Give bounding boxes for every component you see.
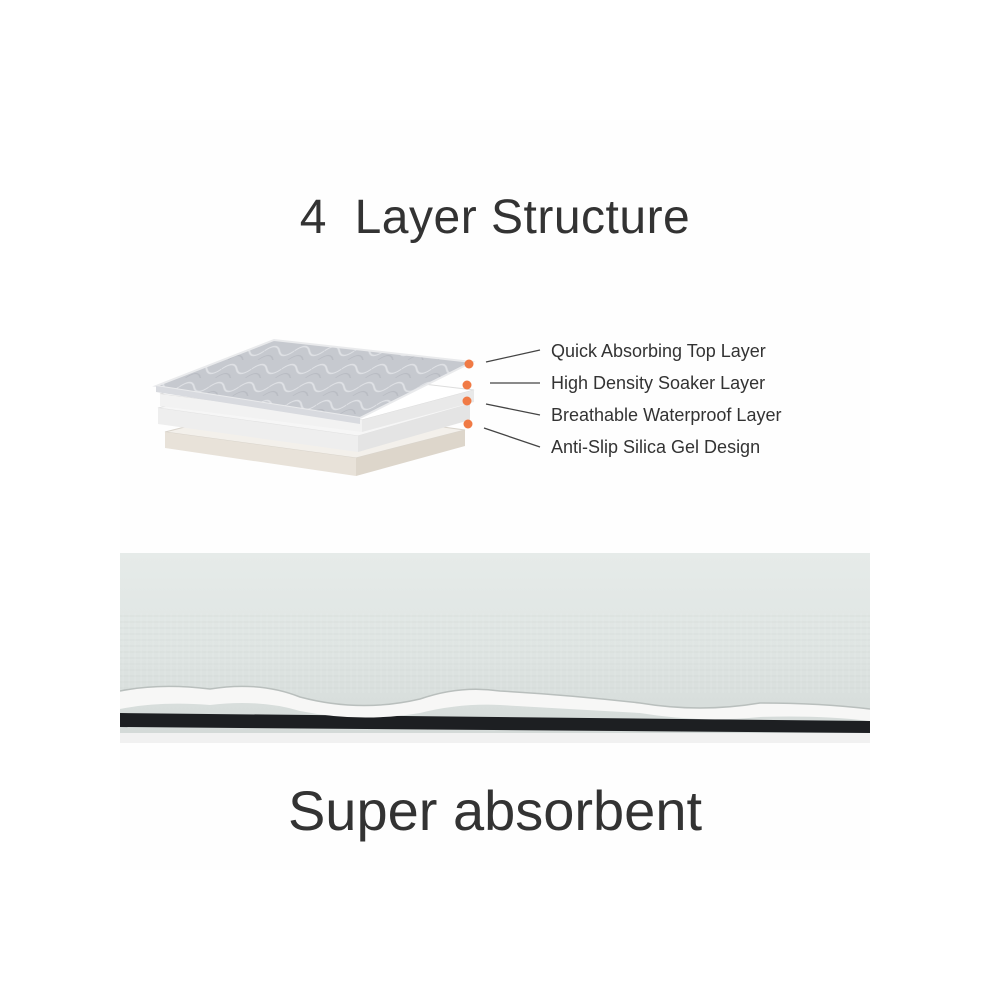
marker-dot-4 — [463, 419, 473, 429]
page-title: 4 Layer Structure — [299, 191, 691, 244]
pad-closeup-photo — [120, 553, 870, 743]
layer-label-2: High Density Soaker Layer — [551, 373, 766, 393]
marker-dot-2 — [462, 380, 472, 390]
layer-label-3: Breathable Waterproof Layer — [551, 405, 782, 425]
product-panel — [120, 120, 870, 870]
layer-label-1: Quick Absorbing Top Layer — [551, 341, 766, 361]
feature-caption: Super absorbent — [287, 779, 703, 842]
callout-line-1 — [485, 349, 541, 363]
marker-dot-1 — [464, 359, 474, 369]
callout-line-3 — [485, 403, 541, 416]
marker-dot-3 — [462, 396, 472, 406]
callout-line-4 — [483, 427, 541, 448]
layer-label-4: Anti-Slip Silica Gel Design — [551, 437, 761, 457]
